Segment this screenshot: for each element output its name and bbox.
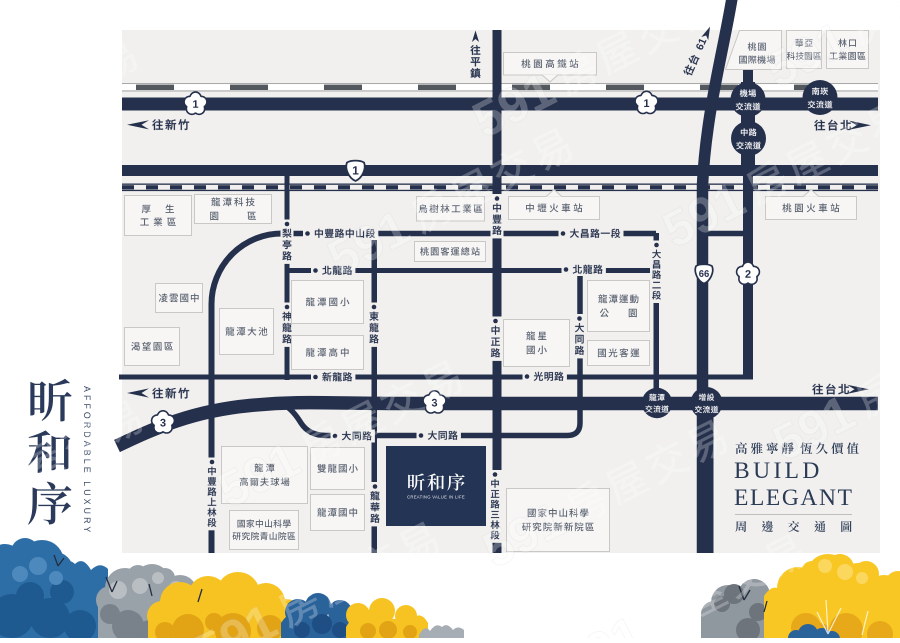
svg-text:AFFORDABLE LUXURY: AFFORDABLE LUXURY: [82, 386, 92, 535]
svg-text:CREATING VALUE IN LIFE: CREATING VALUE IN LIFE: [407, 495, 465, 500]
svg-text:ELEGANT: ELEGANT: [734, 485, 854, 511]
svg-text:BUILD: BUILD: [734, 458, 823, 484]
